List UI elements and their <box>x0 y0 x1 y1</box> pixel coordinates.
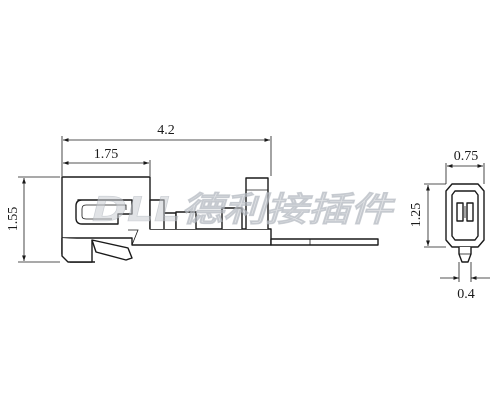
locking-lance <box>91 239 133 261</box>
dimension-tab-width: 0.4 <box>457 287 475 302</box>
contact-box-skirt <box>61 238 93 263</box>
conductor-crimp-wing <box>175 211 197 229</box>
contact-spring-right <box>466 202 474 222</box>
watermark-logo: DLL德利接插件 <box>92 190 397 230</box>
dimension-overall-length: 4.2 <box>157 123 175 138</box>
rear-crimp-wing <box>245 177 269 229</box>
contact-spring-left <box>456 202 464 222</box>
insulation-crimp-wing <box>221 207 243 229</box>
dimension-end-width: 0.75 <box>454 149 479 164</box>
end-bottom-tab <box>458 247 472 263</box>
box-window-inner <box>81 204 127 220</box>
dimension-body-length: 1.75 <box>94 147 119 162</box>
dimension-end-height: 1.25 <box>409 203 424 228</box>
side-view: 4.2 1.75 1.55 <box>6 123 379 263</box>
box-window <box>75 199 133 225</box>
lance-tip <box>128 229 139 246</box>
carrier-strip <box>270 238 379 246</box>
end-view: 0.75 1.25 0.4 <box>409 149 490 302</box>
dimension-height: 1.55 <box>6 207 21 232</box>
